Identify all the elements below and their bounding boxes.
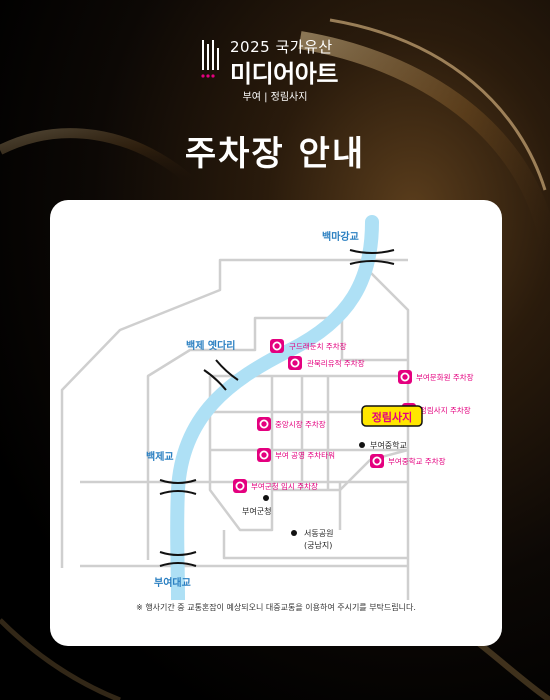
road-southwest-diag [272, 448, 409, 492]
parking-icon-ring [400, 372, 410, 382]
logo-name: 미디어아트 [230, 60, 338, 88]
header: 2025 국가유산 미디어아트 부여 | 정림사지 주차장 안내 [0, 0, 550, 200]
parking-marker-culture-center[interactable]: 부여문화원 주차장 [398, 370, 474, 384]
map-card: 백마강교 백제 옛다리 백제교 부여대교 구드래둔치 주차장 관북리유적 주차장… [50, 200, 502, 646]
parking-marker-middle-school[interactable]: 부여중학교 주차장 [370, 454, 446, 468]
parking-icon-ring [272, 341, 282, 351]
road-network [60, 258, 410, 600]
parking-icon [370, 454, 384, 468]
road-center-west [208, 376, 274, 532]
label-bridge-buyeo: 부여대교 [154, 576, 191, 589]
road-west-outline [60, 258, 408, 568]
logo-year: 2025 국가유산 [230, 38, 333, 56]
parking-label: 구드래둔치 주차장 [289, 341, 347, 351]
parking-label: 중앙시장 주차장 [275, 419, 326, 429]
parking-marker-county-office[interactable]: 부여군청 임시 주차장 [233, 479, 318, 493]
event-logo: 2025 국가유산 미디어아트 [200, 36, 370, 88]
landmark-dot-county-office [263, 495, 269, 501]
venue-subtitle: 부여 | 정림사지 [242, 92, 308, 103]
parking-label: 관북리유적 주차장 [307, 358, 365, 368]
destination-badge[interactable]: 정림사지 [361, 405, 423, 427]
parking-icon-ring [235, 481, 245, 491]
parking-icon-ring [259, 450, 269, 460]
parking-icon [233, 479, 247, 493]
road-south-lower [222, 530, 408, 560]
parking-marker-public-tower[interactable]: 부여 공영 주차타워 [257, 448, 335, 462]
parking-icon [288, 356, 302, 370]
logo-bars-icon [201, 40, 219, 78]
landmark-park-sub: (궁남지) [304, 541, 332, 550]
parking-icon [257, 448, 271, 462]
parking-icon [270, 339, 284, 353]
landmark-school: 부여중학교 [370, 440, 407, 450]
parking-marker-gudeurae[interactable]: 구드래둔치 주차장 [270, 339, 347, 353]
bridge-buyeo-icon [159, 551, 197, 567]
road-inner-loop [146, 316, 408, 560]
landmark-dot-school [359, 442, 365, 448]
page-title: 주차장 안내 [184, 134, 366, 174]
parking-label: 정림사지 주차장 [420, 405, 471, 415]
destination-label: 정림사지 [372, 410, 412, 424]
parking-icon [257, 417, 271, 431]
parking-label: 부여중학교 주차장 [388, 456, 446, 466]
parking-label: 부여군청 임시 주차장 [251, 481, 318, 491]
parking-icon-ring [290, 358, 300, 368]
landmark-park: 서동공원 [304, 529, 333, 538]
parking-icon-ring [259, 419, 269, 429]
bridge-baekje-icon [159, 479, 197, 495]
parking-label: 부여문화원 주차장 [416, 372, 474, 382]
parking-label: 부여 공영 주차타워 [275, 450, 335, 460]
parking-marker-gwanbukri[interactable]: 관북리유적 주차장 [288, 356, 365, 370]
parking-icon-ring [372, 456, 382, 466]
label-bridge-baekje: 백제교 [146, 450, 174, 463]
label-bridge-yetdari: 백제 옛다리 [186, 339, 235, 352]
destination-badge-box [361, 405, 423, 427]
landmark-county-office: 부여군청 [242, 506, 271, 516]
road-diag-north [367, 269, 410, 360]
label-bridge-baekma: 백마강교 [322, 230, 359, 243]
parking-icon [398, 370, 412, 384]
parking-map: 백마강교 백제 옛다리 백제교 부여대교 구드래둔치 주차장 관북리유적 주차장… [60, 215, 474, 600]
bridge-yetdari-icon [203, 359, 239, 391]
bridge-baekma-icon [349, 249, 395, 265]
parking-marker-central-market[interactable]: 중앙시장 주차장 [257, 417, 326, 431]
traffic-notice: ※ 행사기간 중 교통혼잡이 예상되오니 대중교통을 이용하여 주시기를 부탁드… [136, 603, 416, 612]
landmark-dot-park [291, 530, 297, 536]
river [170, 215, 379, 600]
